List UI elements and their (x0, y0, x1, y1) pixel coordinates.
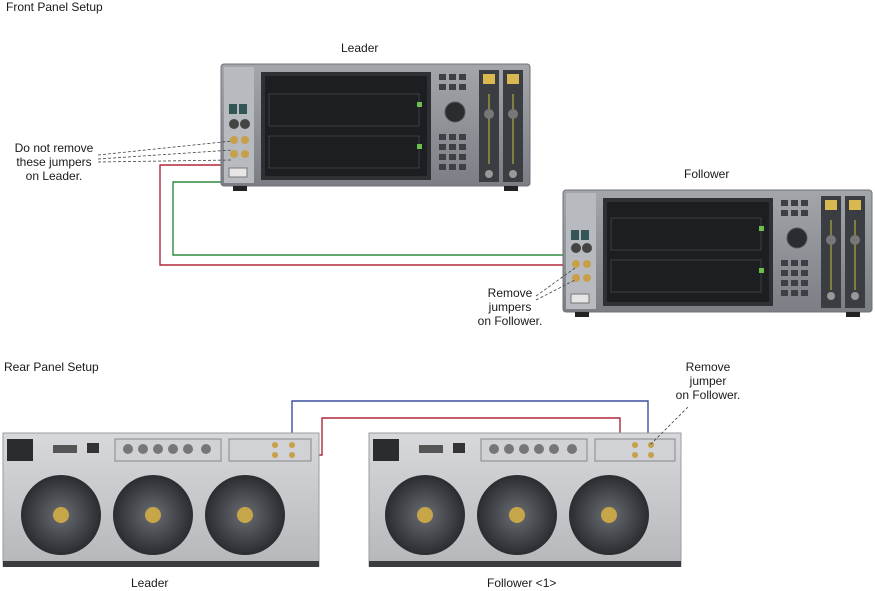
front-callout-lines (97, 140, 576, 301)
leader-rear-instrument (2, 432, 320, 567)
rear-panel-heading: Rear Panel Setup (4, 360, 99, 374)
front-panel-heading: Front Panel Setup (6, 0, 103, 14)
red-cable-front (159, 164, 573, 266)
blue-cable-rear (291, 400, 649, 445)
leader-jumper-note: Do not remove these jumpers on Leader. (14, 141, 94, 183)
leader-note-line-2: these jumpers (16, 155, 92, 169)
follower-front-instrument (562, 189, 873, 317)
green-cable-front (172, 181, 573, 256)
rear-leader-label: Leader (131, 576, 169, 590)
front-cables (159, 164, 573, 266)
leader-fan-3 (205, 475, 285, 555)
rear-callout-line (649, 406, 689, 446)
leader-fan-2 (113, 475, 193, 555)
follower-jumper-note: Remove jumpers on Follower. (472, 286, 548, 328)
follower-note-line-2: jumpers (488, 300, 532, 314)
rear-note-line-2: jumper (689, 374, 727, 388)
follower-fan-2 (477, 475, 557, 555)
follower-note-line-3: on Follower. (477, 314, 543, 328)
rear-note-line-3: on Follower. (675, 388, 741, 402)
follower-rear-instrument (368, 432, 682, 567)
rear-note-line-1: Remove (685, 360, 731, 374)
leader-fan-1 (21, 475, 101, 555)
follower-note-line-1: Remove (487, 286, 533, 300)
front-leader-label: Leader (341, 41, 379, 55)
rear-follower-jumper-note: Remove jumper on Follower. (672, 360, 744, 402)
leader-front-instrument (220, 63, 531, 191)
rear-follower-label: Follower <1> (487, 576, 557, 590)
leader-note-line-1: Do not remove (14, 141, 94, 155)
follower-fan-3 (569, 475, 649, 555)
front-follower-label: Follower (684, 167, 730, 181)
leader-note-line-3: on Leader. (25, 169, 83, 183)
follower-fan-1 (385, 475, 465, 555)
